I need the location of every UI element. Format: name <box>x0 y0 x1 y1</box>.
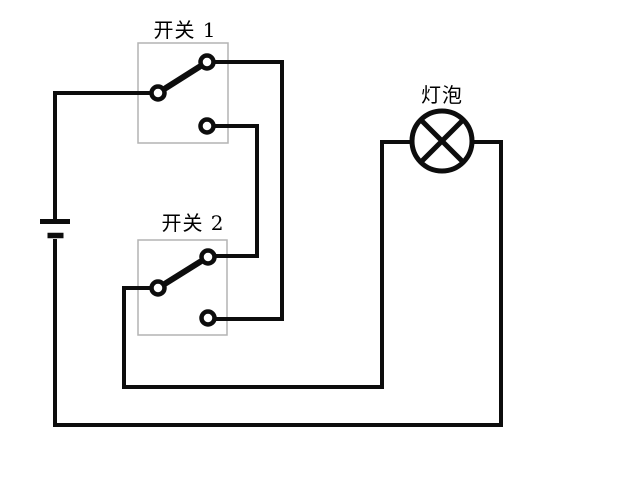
wire-switch2-to-bulb <box>122 140 413 389</box>
bulb-cross-line-2 <box>419 118 465 164</box>
switch2-label: 开关 2 <box>161 211 225 235</box>
switch2-common-terminal <box>149 279 167 297</box>
bulb-label: 灯泡 <box>421 83 463 107</box>
wire-bulb-to-battery <box>53 140 503 427</box>
wire-switch1-top-to-switch2-bottom <box>214 60 284 321</box>
wire-battery-to-switch1 <box>53 91 151 222</box>
switch2-icon <box>149 248 217 327</box>
switch1-bottom-terminal <box>198 117 216 135</box>
switch1-common-terminal <box>149 84 167 102</box>
wire-switch1-bottom-to-switch2-top <box>214 124 259 258</box>
switch1-lever <box>162 63 203 92</box>
bulb-icon <box>409 108 475 174</box>
switch2-lever <box>162 258 204 287</box>
switch1-top-terminal <box>198 53 216 71</box>
wires <box>53 60 503 427</box>
switch2-top-terminal <box>199 248 217 266</box>
switch1-icon <box>149 53 216 135</box>
switch1-label: 开关 1 <box>153 18 217 42</box>
battery-icon <box>40 219 70 239</box>
switch2-bottom-terminal <box>199 309 217 327</box>
